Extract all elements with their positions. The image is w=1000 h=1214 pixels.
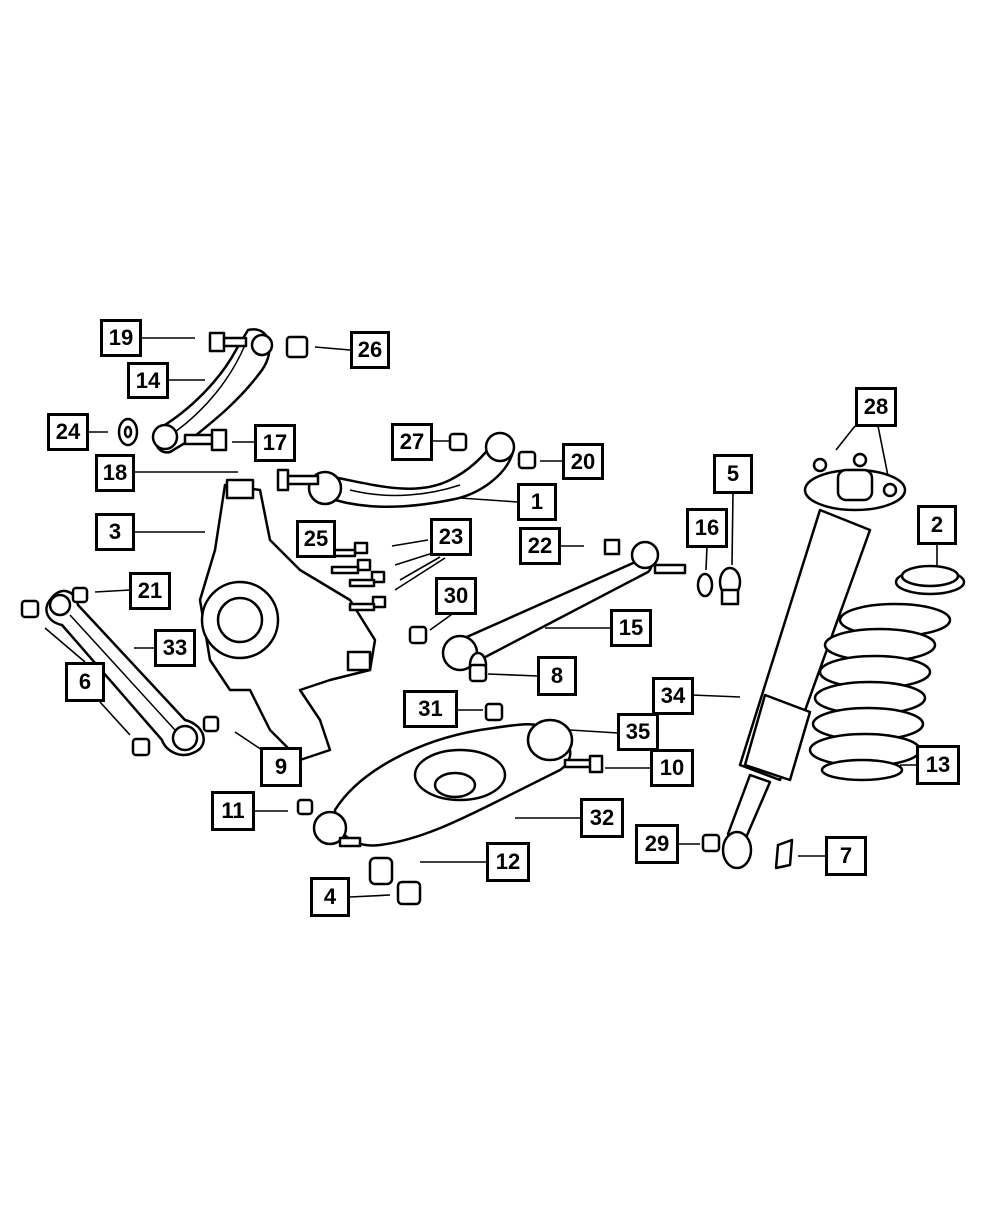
- nut-31[interactable]: [484, 702, 504, 722]
- callout-3[interactable]: 3: [95, 513, 135, 551]
- bushing-12[interactable]: [368, 856, 394, 886]
- bolt-10[interactable]: [563, 754, 604, 774]
- callout-29[interactable]: 29: [635, 824, 679, 864]
- callout-30[interactable]: 30: [435, 577, 477, 615]
- leader-lines: [44, 337, 938, 898]
- nut-9-detail[interactable]: [202, 715, 220, 733]
- nut-27[interactable]: [448, 432, 468, 452]
- nut-6[interactable]: [20, 599, 151, 757]
- callout-11[interactable]: 11: [211, 791, 255, 831]
- shock-absorber-34[interactable]: [721, 452, 907, 870]
- nut-26[interactable]: [285, 335, 309, 359]
- callout-17[interactable]: 17: [254, 424, 296, 462]
- callout-20[interactable]: 20: [562, 443, 604, 480]
- upper-control-arm-14[interactable]: [151, 328, 274, 454]
- callout-1[interactable]: 1: [517, 483, 557, 521]
- callout-12[interactable]: 12: [486, 842, 530, 882]
- nut-29[interactable]: [701, 833, 721, 853]
- bolt-18[interactable]: [276, 468, 320, 492]
- nut-11[interactable]: [296, 798, 314, 816]
- nut-30[interactable]: [408, 625, 428, 645]
- callout-2[interactable]: 2: [917, 505, 957, 545]
- callout-4[interactable]: 4: [310, 877, 350, 917]
- callout-18[interactable]: 18: [95, 454, 135, 492]
- callout-21[interactable]: 21: [129, 572, 171, 610]
- callout-26[interactable]: 26: [350, 331, 390, 369]
- callout-13[interactable]: 13: [916, 745, 960, 785]
- callout-23[interactable]: 23: [430, 518, 472, 556]
- callout-8[interactable]: 8: [537, 656, 577, 696]
- knuckle-3[interactable]: [198, 478, 377, 762]
- nut-8[interactable]: [468, 663, 488, 683]
- callout-33[interactable]: 33: [154, 629, 196, 667]
- callout-35[interactable]: 35: [617, 713, 659, 751]
- coil-spring-13[interactable]: [808, 602, 952, 782]
- callout-34[interactable]: 34: [652, 677, 694, 715]
- callout-28[interactable]: 28: [855, 387, 897, 427]
- lower-control-arm-32[interactable]: [312, 718, 574, 848]
- callout-5[interactable]: 5: [713, 454, 753, 494]
- nut-20[interactable]: [517, 450, 537, 470]
- nut-21[interactable]: [71, 586, 89, 604]
- clip-7[interactable]: [774, 838, 794, 870]
- bolt-19[interactable]: [208, 331, 248, 353]
- callout-10[interactable]: 10: [650, 749, 694, 787]
- washer-24[interactable]: [117, 417, 139, 447]
- bolt-17[interactable]: [183, 428, 228, 452]
- callout-16[interactable]: 16: [686, 508, 728, 548]
- callout-7[interactable]: 7: [825, 836, 867, 876]
- callout-22[interactable]: 22: [519, 527, 561, 565]
- callout-24[interactable]: 24: [47, 413, 89, 451]
- callout-9[interactable]: 9: [260, 747, 302, 787]
- toe-link-15[interactable]: [441, 538, 687, 679]
- spring-isolator-2[interactable]: [894, 564, 966, 596]
- callout-25[interactable]: 25: [296, 520, 336, 558]
- callout-15[interactable]: 15: [610, 609, 652, 647]
- callout-31[interactable]: 31: [403, 690, 458, 728]
- washer-16[interactable]: [696, 572, 714, 598]
- nut-4[interactable]: [396, 880, 422, 906]
- callout-27[interactable]: 27: [391, 423, 433, 461]
- callout-6[interactable]: 6: [65, 662, 105, 702]
- callout-14[interactable]: 14: [127, 362, 169, 399]
- cam-washer-5[interactable]: [718, 566, 742, 606]
- callout-19[interactable]: 19: [100, 319, 142, 357]
- link-33[interactable]: [45, 589, 205, 757]
- callout-32[interactable]: 32: [580, 798, 624, 838]
